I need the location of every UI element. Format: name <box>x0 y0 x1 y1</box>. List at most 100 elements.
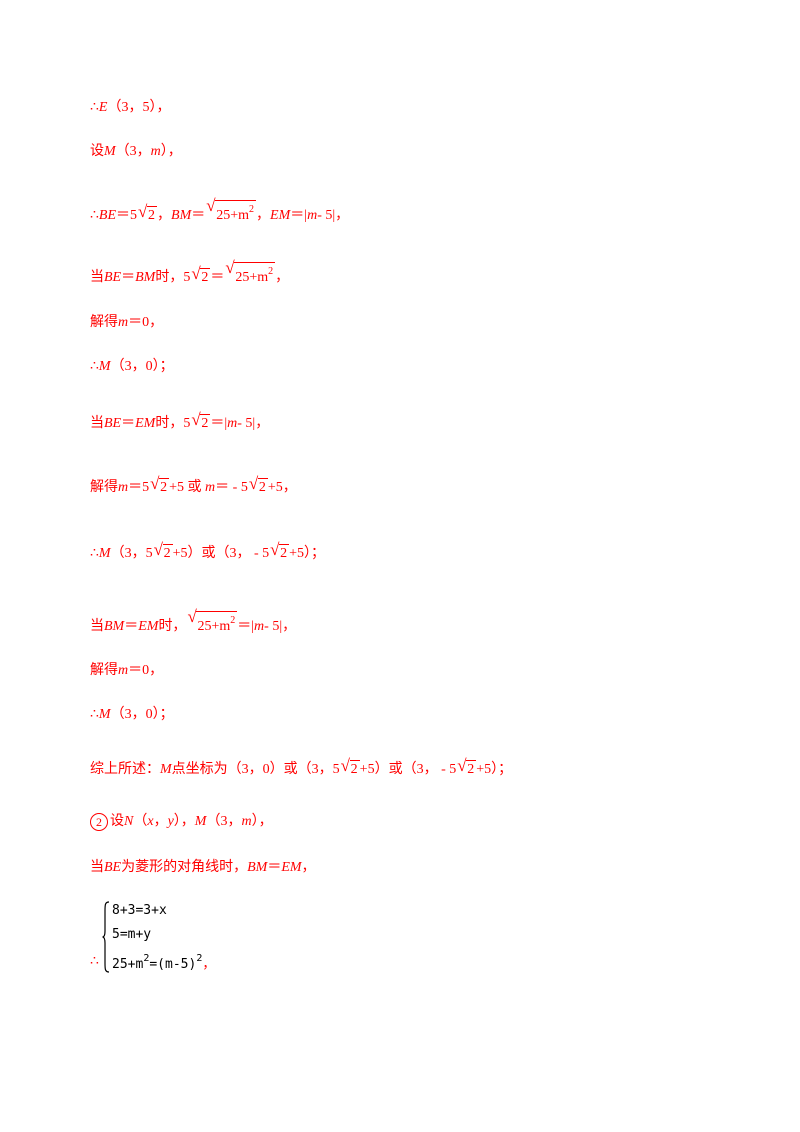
var-y: y <box>167 814 174 829</box>
text-fragment: - 5|， <box>317 208 350 223</box>
radicand: 2 <box>147 206 158 223</box>
text-fragment: 综上所述： <box>90 762 160 777</box>
text-fragment: （3，0）； <box>110 359 174 374</box>
text-fragment: ＝0， <box>128 663 164 678</box>
text-fragment: +5）； <box>289 546 326 561</box>
var-N: N <box>124 814 134 829</box>
text-fragment: （3， <box>206 814 242 829</box>
var-m: m <box>254 619 265 634</box>
text-line-10: 当BM＝EM时，√25+m2＝|m - 5|， <box>90 607 296 637</box>
text-fragment: 解得 <box>90 315 118 330</box>
radicand: 25+m <box>216 208 250 223</box>
var-EM: EM <box>138 619 159 634</box>
text-fragment: ＝ <box>191 208 206 223</box>
exponent: 2 <box>230 615 236 626</box>
var-BM: BM <box>104 619 125 634</box>
text-fragment: ， <box>153 814 168 829</box>
sqrt-expression: √2 <box>270 540 290 561</box>
var-M: M <box>194 814 207 829</box>
radicand: 2 <box>200 414 211 431</box>
exponent: 2 <box>143 953 150 964</box>
text-fragment: 当 <box>90 416 104 431</box>
var-m: m <box>118 480 129 495</box>
text-fragment: ＝ <box>121 416 136 431</box>
therefore-symbol: ∴ <box>90 707 99 722</box>
sqrt-expression: √2 <box>191 410 211 431</box>
var-m: m <box>205 480 216 495</box>
radicand: 25+m <box>197 619 231 634</box>
text-fragment: +5 或 <box>169 480 202 495</box>
text-fragment: ， <box>256 208 271 223</box>
therefore-symbol: ∴ <box>90 100 99 115</box>
var-M: M <box>98 707 111 722</box>
exponent: 2 <box>196 953 203 964</box>
var-EM: EM <box>270 208 291 223</box>
var-m: m <box>118 663 129 678</box>
text-line-8: 解得m＝5√2+5 或 m＝ - 5√2+5， <box>90 474 297 498</box>
radicand: 2 <box>466 760 477 777</box>
text-fragment: ＝ <box>210 270 225 285</box>
var-BE: BE <box>104 860 122 875</box>
radicand: 2 <box>159 478 170 495</box>
var-m: m <box>118 315 129 330</box>
var-m: m <box>227 416 238 431</box>
var-m: m <box>150 144 161 159</box>
text-fragment: ＝ <box>121 270 136 285</box>
text-fragment: （3，0）； <box>110 707 174 722</box>
text-fragment: 解得 <box>90 480 118 495</box>
sqrt-expression: √25+m2 <box>206 196 257 223</box>
sqrt-expression: √25+m2 <box>187 607 238 634</box>
sqrt-expression: √2 <box>191 264 211 285</box>
var-M: M <box>160 762 172 777</box>
var-M: M <box>98 546 111 561</box>
var-E: E <box>98 100 108 115</box>
var-x: x <box>147 814 154 829</box>
text-fragment: （ <box>133 814 148 829</box>
text-line-9: ∴M（3，5√2+5）或（3， - 5√2+5）； <box>90 540 326 564</box>
text-line-7: 当BE＝EM时，5√2＝|m - 5|， <box>90 410 269 434</box>
text-fragment: 当 <box>90 619 104 634</box>
text-fragment: ）， <box>173 814 195 829</box>
therefore-symbol: ∴ <box>90 208 99 223</box>
var-M: M <box>98 359 111 374</box>
var-EM: EM <box>281 860 302 875</box>
text-fragment: 当 <box>90 860 104 875</box>
text-fragment: 时， <box>158 619 187 634</box>
sqrt-expression: √2 <box>457 756 477 777</box>
radicand: 2 <box>162 544 173 561</box>
text-line-3: ∴BE＝5√2，BM＝√25+m2，EM＝|m - 5|， <box>90 196 350 226</box>
var-BE: BE <box>98 208 117 223</box>
exponent: 2 <box>249 204 255 215</box>
text-fragment: 当 <box>90 270 104 285</box>
therefore-symbol: ∴ <box>90 359 99 374</box>
text-fragment: ＝ <box>124 619 139 634</box>
text-fragment: 解得 <box>90 663 118 678</box>
var-m: m <box>241 814 252 829</box>
text-line-4: 当BE＝BM时，5√2＝√25+m2， <box>90 258 289 288</box>
text-line-5: 解得m＝0， <box>90 313 163 333</box>
text-fragment: ， <box>157 208 172 223</box>
sqrt-expression: √2 <box>138 202 158 223</box>
therefore-symbol: ∴ <box>90 546 99 561</box>
circled-number: 2 <box>90 813 108 831</box>
text-fragment: ）， <box>160 144 182 159</box>
text-fragment: +5， <box>267 480 297 495</box>
equation-system: ∴ 8+3=3+x 5=m+y 25+m2=(m-5)2， <box>90 897 260 977</box>
var-BE: BE <box>104 270 122 285</box>
var-m: m <box>307 208 318 223</box>
var-BM: BM <box>247 860 268 875</box>
text-line-15: 当BE为菱形的对角线时，BM＝EM， <box>90 858 316 878</box>
radicand: 2 <box>279 544 290 561</box>
radicand: 2 <box>200 268 211 285</box>
text-fragment: ， <box>202 956 216 971</box>
equation-row-2: 5=m+y <box>112 927 152 942</box>
var-BM: BM <box>135 270 156 285</box>
text-fragment: ＝| <box>237 619 255 634</box>
text-fragment: （3，5 <box>110 546 153 561</box>
text-fragment: ＝5 <box>128 480 150 495</box>
text-fragment: （3， <box>115 144 151 159</box>
text-fragment: 为菱形的对角线时， <box>121 860 248 875</box>
sqrt-expression: √2 <box>340 756 360 777</box>
